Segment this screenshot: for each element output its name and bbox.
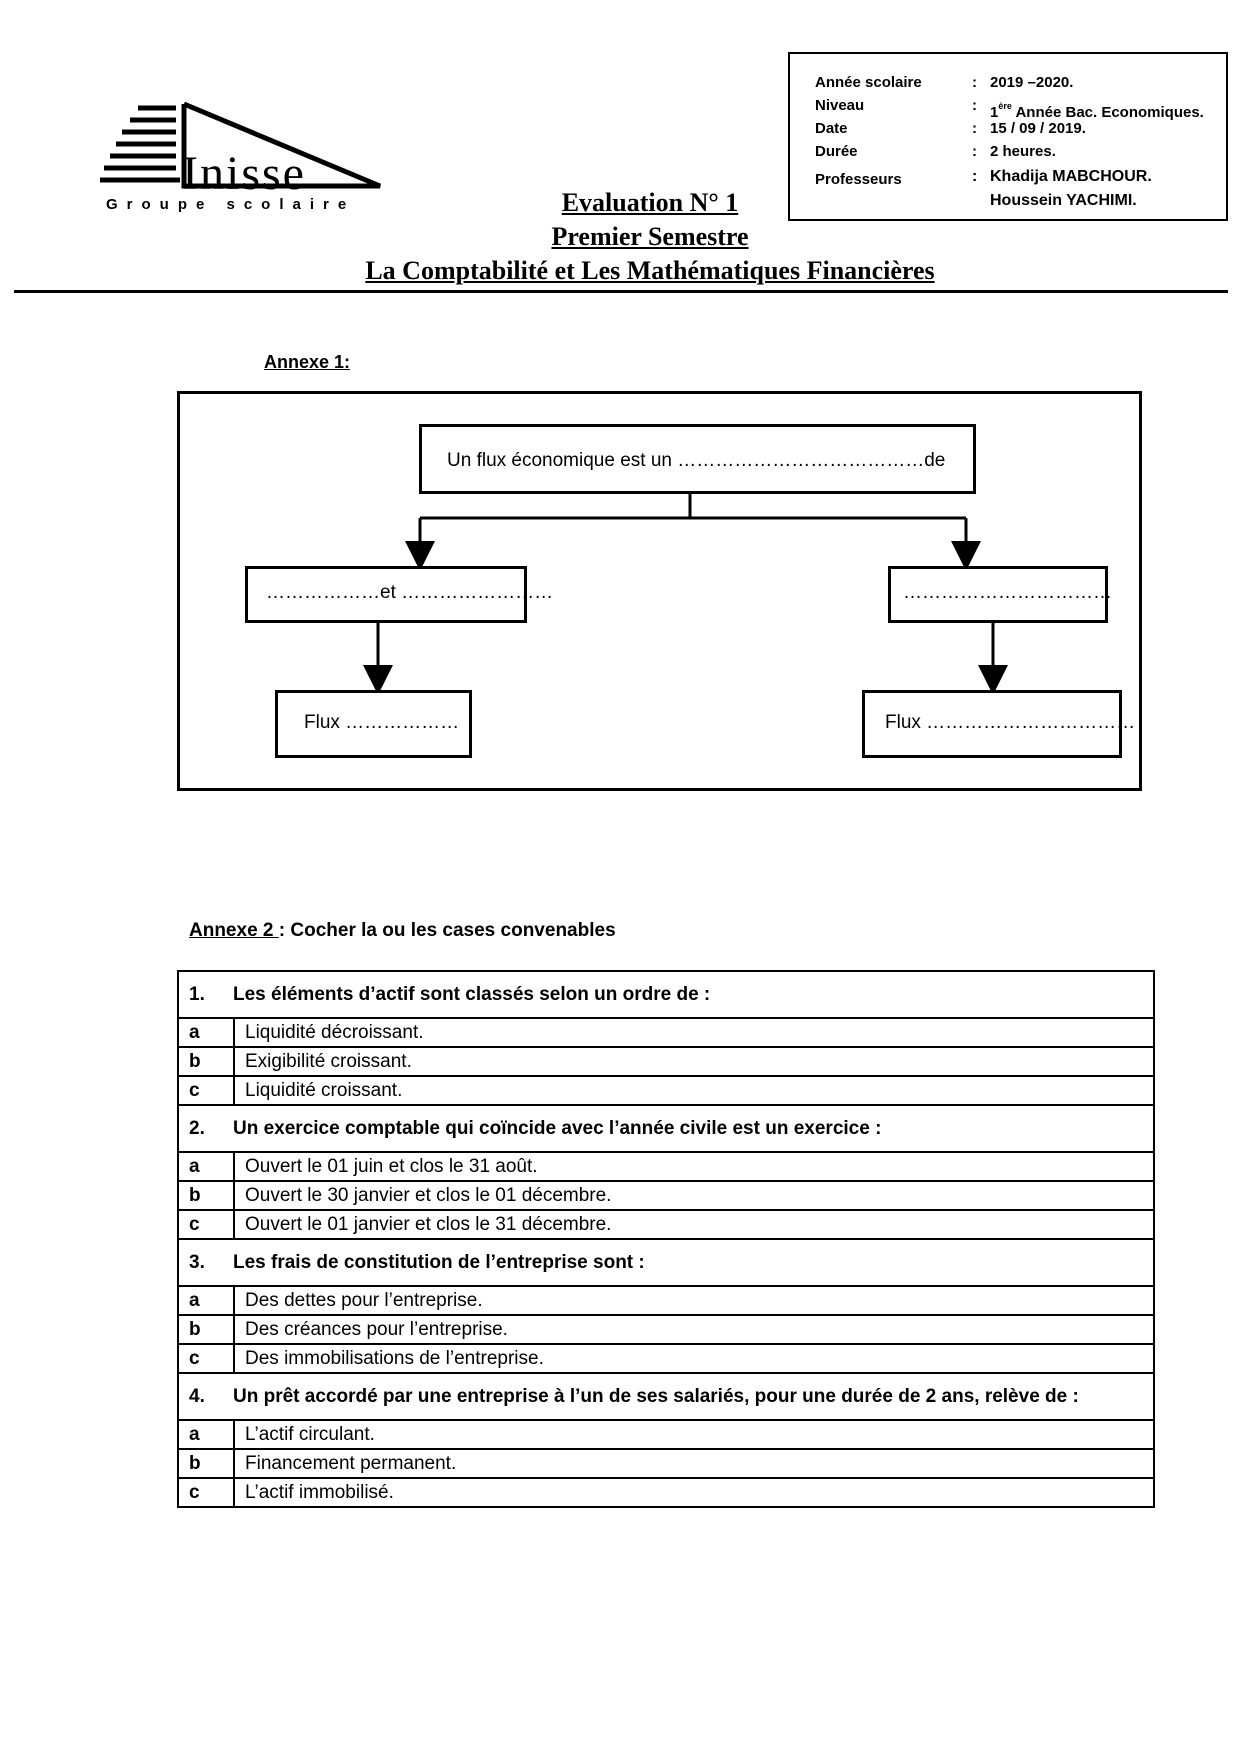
annexe-2-instruction: : Cocher la ou les cases convenables <box>278 920 616 941</box>
option-text: Ouvert le 30 janvier et clos le 01 décem… <box>233 1180 1155 1211</box>
option-text: Liquidité décroissant. <box>233 1017 1155 1048</box>
info-value: 1ère Année Bac. Economiques. <box>990 101 1204 121</box>
exam-info-box: Année scolaire : 2019 –2020. Niveau : 1è… <box>788 52 1228 221</box>
option-text: Des créances pour l’entreprise. <box>233 1314 1155 1345</box>
page-subtitle: Premier Semestre <box>551 222 749 251</box>
flux-right-box: Flux …………………………… <box>862 690 1135 758</box>
title-block: Evaluation N° 1 Premier Semestre La Comp… <box>0 186 1240 288</box>
option-text: L’actif immobilisé. <box>233 1477 1155 1508</box>
option-text: Ouvert le 01 juin et clos le 31 août. <box>233 1151 1155 1182</box>
annexe-1-frame <box>177 391 1142 791</box>
question-text: Un prêt accordé par une entreprise à l’u… <box>233 1385 1079 1407</box>
option-text: Liquidité croissant. <box>233 1075 1155 1106</box>
flow-left-box: ………………et …………………… <box>245 566 553 623</box>
info-label: Année scolaire <box>815 74 922 91</box>
option-text: Ouvert le 01 janvier et clos le 31 décem… <box>233 1209 1155 1240</box>
question-row: 4.Un prêt accordé par une entreprise à l… <box>177 1372 1155 1421</box>
logo-subtitle: Groupe scolaire <box>106 196 356 213</box>
info-label: Professeurs <box>815 171 902 188</box>
flux-left-box: Flux ……………… <box>275 690 472 758</box>
qcm-table: 1.Les éléments d’actif sont classés selo… <box>177 970 1155 1508</box>
question-text: Les éléments d’actif sont classés selon … <box>233 983 711 1005</box>
option-text: Des dettes pour l’entreprise. <box>233 1285 1155 1316</box>
info-value: 15 / 09 / 2019. <box>990 120 1086 137</box>
page-title: Evaluation N° 1 <box>561 188 739 217</box>
question-row: 3.Les frais de constitution de l’entrepr… <box>177 1238 1155 1287</box>
flow-right-box: …………………………… <box>888 566 1112 623</box>
info-professor-2: Houssein YACHIMI. <box>990 192 1137 209</box>
logo-triangle-icon <box>100 101 381 189</box>
info-label: Durée <box>815 143 858 160</box>
option-text: Exigibilité croissant. <box>233 1046 1155 1077</box>
info-value: 2019 –2020. <box>990 74 1074 91</box>
question-text: Les frais de constitution de l’entrepris… <box>233 1251 645 1273</box>
option-text: L’actif circulant. <box>233 1419 1155 1450</box>
annexe-2-label: Annexe 2 <box>189 920 279 941</box>
annexe-1-label: Annexe 1: <box>264 352 351 372</box>
subject-title: La Comptabilité et Les Mathématiques Fin… <box>365 256 935 285</box>
header-divider <box>14 290 1228 293</box>
info-label: Date <box>815 120 848 137</box>
logo-word: Inisse <box>182 147 306 200</box>
option-text: Des immobilisations de l’entreprise. <box>233 1343 1155 1374</box>
option-text: Financement permanent. <box>233 1448 1155 1479</box>
question-text: Un exercice comptable qui coïncide avec … <box>233 1117 882 1139</box>
annexe-2-heading: Annexe 2 : Cocher la ou les cases conven… <box>189 920 616 942</box>
info-value: Khadija MABCHOUR. <box>990 168 1152 185</box>
question-row: 2.Un exercice comptable qui coïncide ave… <box>177 1104 1155 1153</box>
flow-definition-box: Un flux économique est un …………………………………d… <box>419 424 976 494</box>
info-label: Niveau <box>815 97 865 114</box>
question-row: 1.Les éléments d’actif sont classés selo… <box>177 970 1155 1019</box>
school-logo: Inisse Groupe scolaire <box>100 100 400 220</box>
info-value: 2 heures. <box>990 143 1056 160</box>
